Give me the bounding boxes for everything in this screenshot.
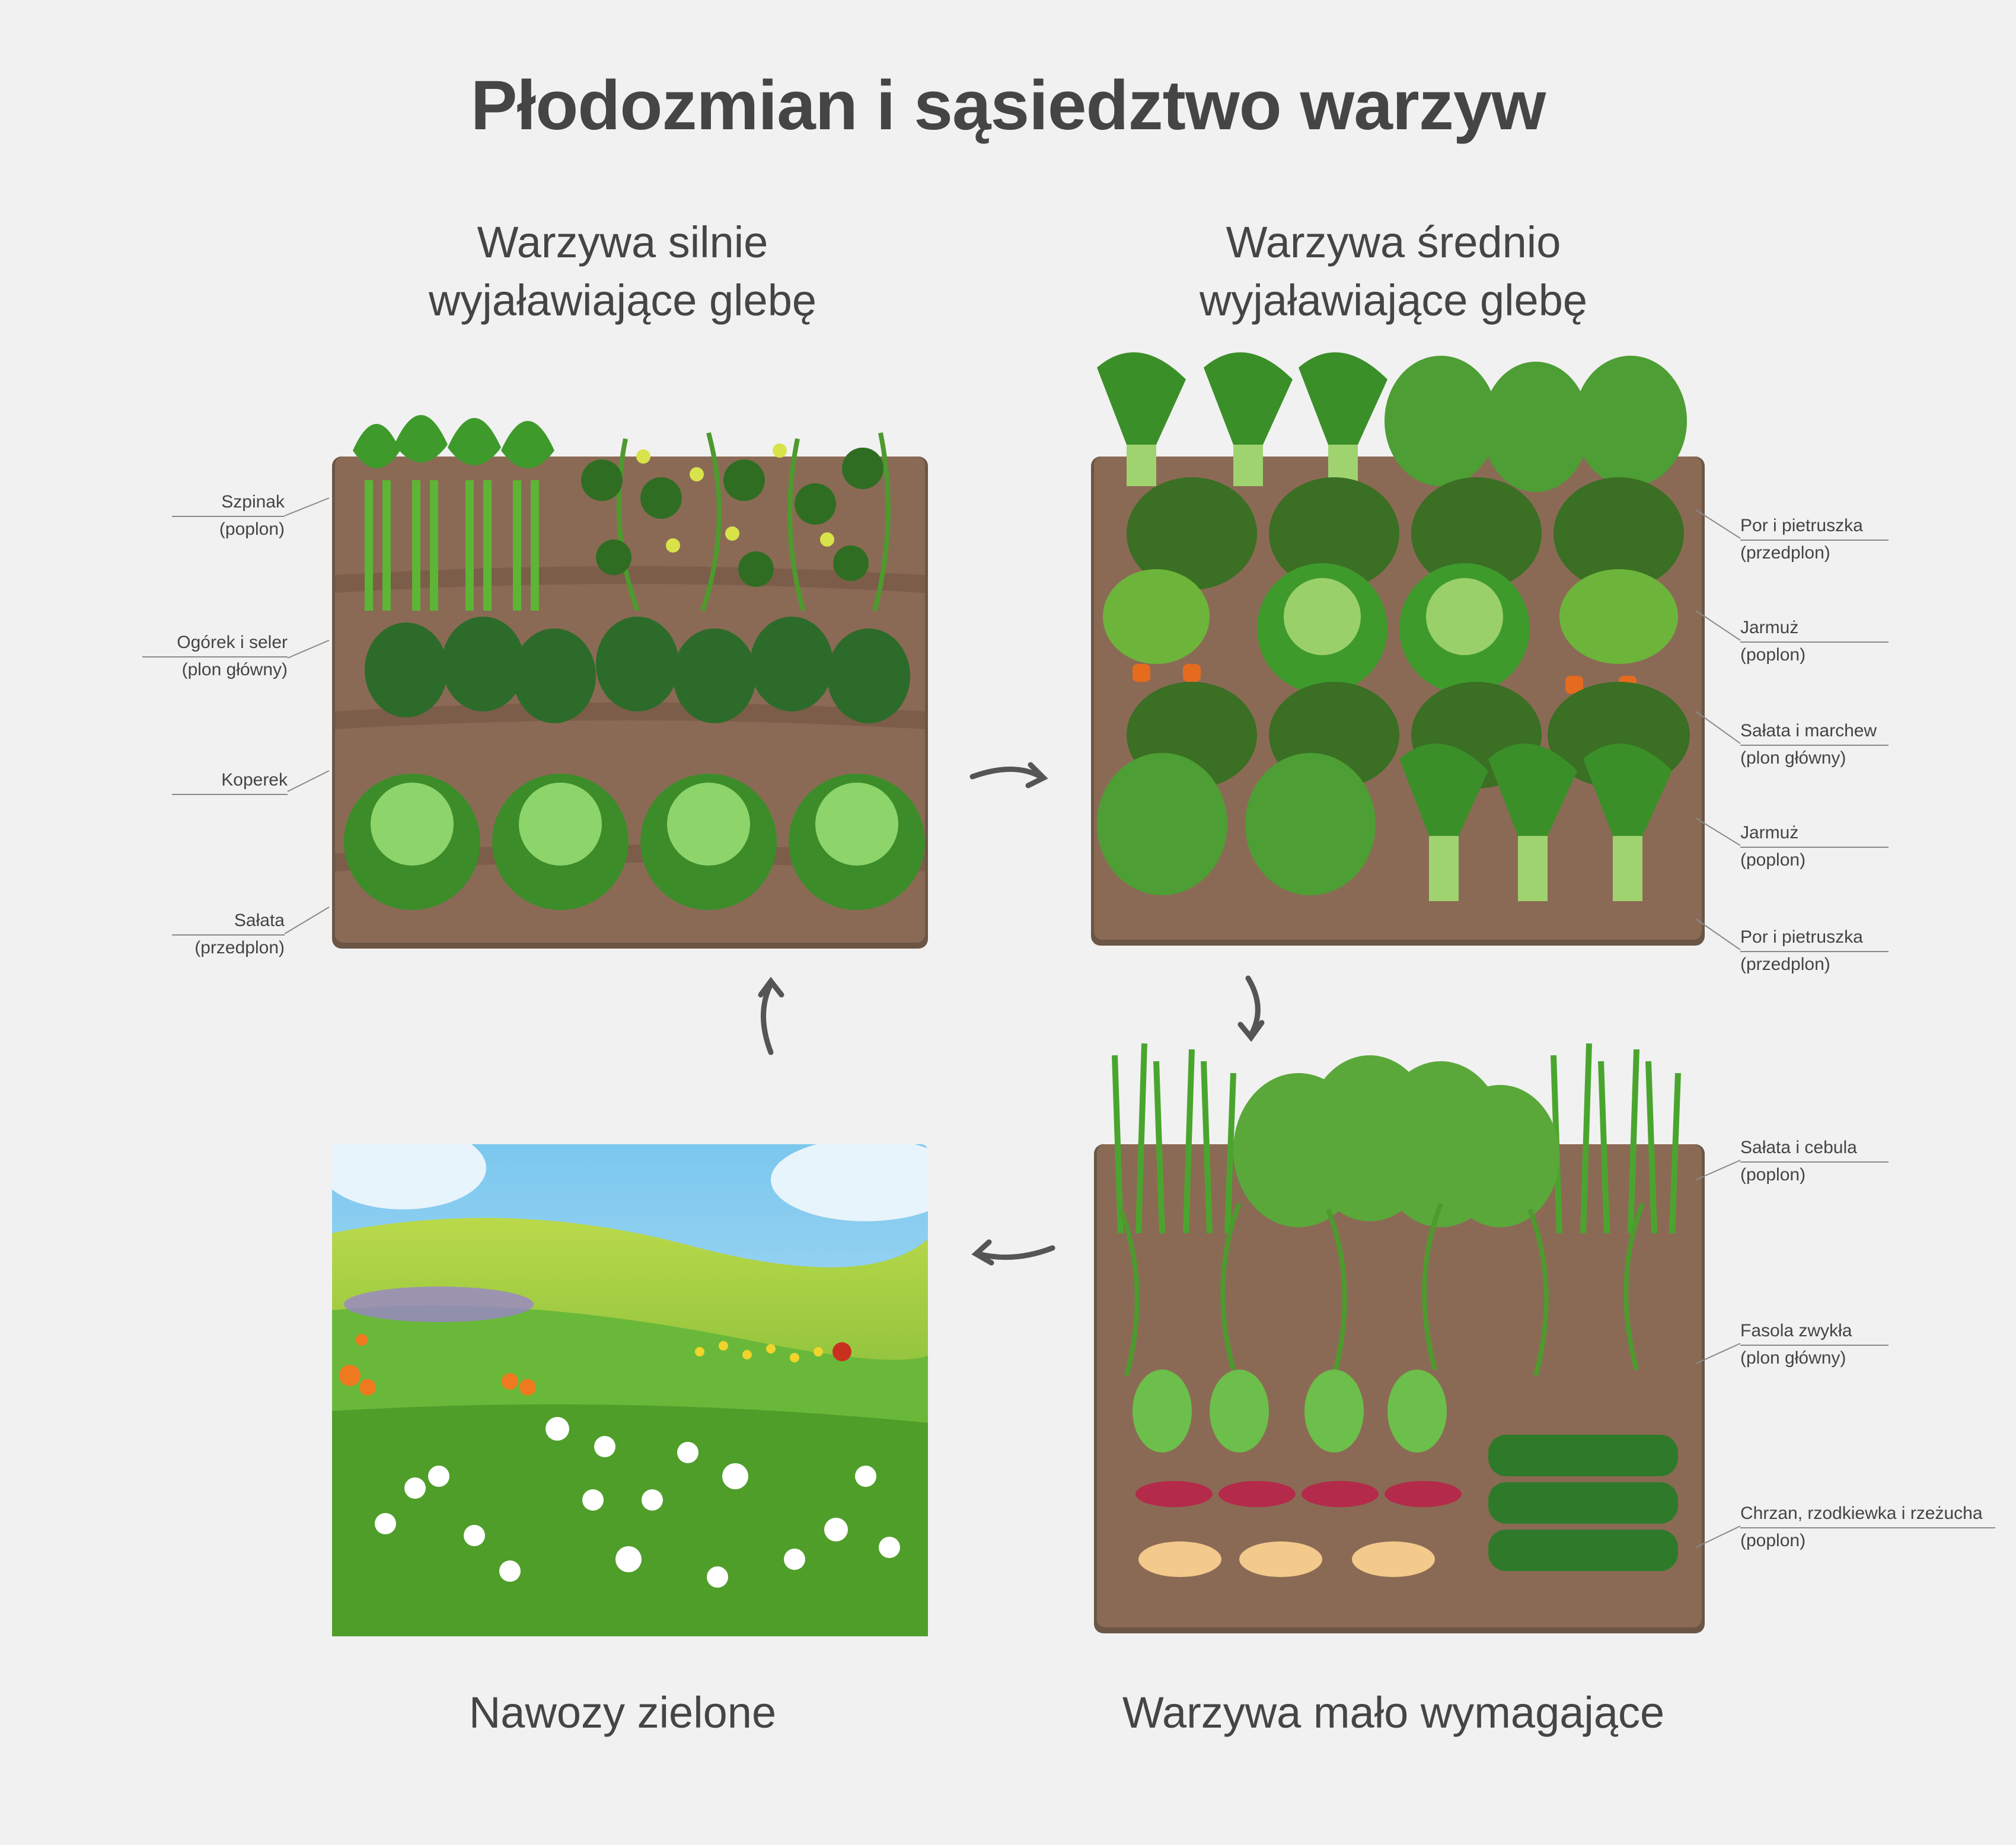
beet-parsnip-row bbox=[1133, 1370, 1462, 1577]
label-medium-lettuce-carrot: Sałata i marchew(plon główny) bbox=[1740, 719, 1889, 771]
label-heavy-cucumber-celery: Ogórek i seler(plon główny) bbox=[142, 630, 288, 682]
lettuce-carrot-row bbox=[1103, 563, 1678, 694]
leader-lines bbox=[284, 497, 1741, 1548]
label-medium-kale-2: Jarmuż(poplon) bbox=[1740, 821, 1889, 873]
bed-heavy bbox=[329, 379, 934, 955]
cucumber-row bbox=[581, 432, 891, 612]
section-title-heavy: Warzywa silnie wyjaławiające glebę bbox=[428, 218, 817, 325]
arrow-left-icon bbox=[975, 1245, 1055, 1260]
label-medium-kale-1: Jarmuż(poplon) bbox=[1740, 615, 1889, 668]
spinach-row bbox=[353, 415, 554, 611]
leek-row-top bbox=[1097, 352, 1387, 486]
lettuce-row bbox=[344, 774, 925, 910]
green-manure-meadow bbox=[332, 1144, 928, 1636]
lettuce-spinach-patch bbox=[1233, 1055, 1559, 1227]
arrow-up-icon bbox=[761, 981, 774, 1055]
parsley-leek-row-bottom bbox=[1097, 743, 1672, 901]
arrow-right-head-icon bbox=[1025, 762, 1048, 789]
kale-row-1 bbox=[1127, 477, 1684, 590]
arrow-up-head-icon bbox=[758, 976, 784, 998]
parsley-row-top bbox=[1385, 356, 1687, 492]
label-medium-leek-parsley-2: Por i pietruszka(przedplon) bbox=[1740, 925, 1889, 977]
section-title-medium: Warzywa średnio wyjaławiające glebę bbox=[1199, 218, 1588, 325]
label-heavy-dill: Koperek bbox=[172, 768, 288, 795]
arrow-down-head-icon bbox=[1237, 1020, 1265, 1042]
label-light-lettuce-onion: Sałata i cebula(poplon) bbox=[1740, 1135, 1889, 1188]
arrow-down-icon bbox=[1245, 975, 1261, 1038]
label-heavy-lettuce: Sałata(przedplon) bbox=[172, 908, 285, 960]
bean-row bbox=[1118, 1202, 1645, 1377]
bed-medium bbox=[1085, 332, 1720, 955]
arrow-left-head-icon bbox=[971, 1239, 994, 1266]
section-title-green: Nawozy zielone bbox=[468, 1688, 777, 1737]
bed-light bbox=[1085, 1008, 1720, 1642]
label-light-bean: Fasola zwykła(plon główny) bbox=[1740, 1319, 1889, 1371]
arrow-right-icon bbox=[969, 767, 1044, 780]
label-medium-leek-parsley-1: Por i pietruszka(przedplon) bbox=[1740, 513, 1889, 566]
section-title-light: Warzywa mało wymagające bbox=[1122, 1688, 1665, 1737]
label-light-horseradish-radish-cress: Chrzan, rzodkiewka i rzeżucha(poplon) bbox=[1740, 1501, 1995, 1553]
radish-cress-patch bbox=[1488, 1435, 1678, 1571]
dill-row bbox=[365, 617, 910, 723]
label-heavy-spinach: Szpinak(poplon) bbox=[172, 490, 285, 542]
page-title: Płodozmian i sąsiedztwo warzyw bbox=[470, 66, 1546, 145]
